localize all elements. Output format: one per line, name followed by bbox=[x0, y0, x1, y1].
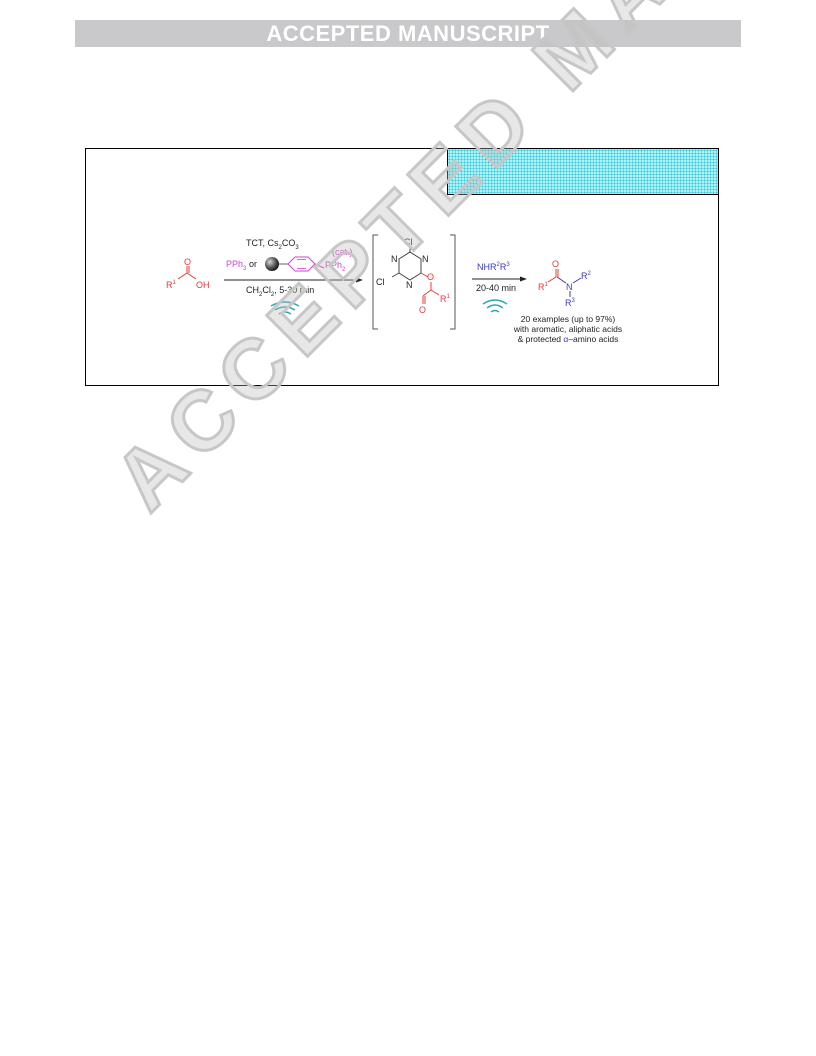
step1-reagents: TCT, Cs2CO3 PPh3 or (cat.) PPh2 bbox=[224, 238, 363, 315]
acid-oh: OH bbox=[196, 280, 210, 290]
svg-text:PPh2: PPh2 bbox=[325, 260, 346, 273]
svg-text:R1: R1 bbox=[440, 294, 451, 304]
amide-product: R1 O N R2 R3 bbox=[538, 259, 592, 308]
summary-text: 20 examples (up to 97%) with aromatic, a… bbox=[513, 314, 622, 344]
carboxylic-acid: O R1 OH bbox=[166, 257, 210, 290]
ultrasound-icon bbox=[270, 301, 300, 315]
triazine-intermediate: Cl N N N Cl O O R1 bbox=[372, 234, 456, 330]
svg-text:R3: R3 bbox=[565, 298, 576, 308]
svg-text:O: O bbox=[419, 305, 426, 315]
graphical-abstract-frame: O R1 OH TCT, Cs2CO3 PPh3 or bbox=[85, 148, 719, 386]
svg-text:N: N bbox=[406, 280, 413, 290]
svg-text:O: O bbox=[427, 272, 434, 282]
reaction-scheme: O R1 OH TCT, Cs2CO3 PPh3 or bbox=[166, 234, 622, 344]
left-bracket bbox=[372, 234, 378, 330]
cyan-dotted-box bbox=[447, 149, 718, 195]
svg-text:20 examples (up to 97%): 20 examples (up to 97%) bbox=[521, 314, 616, 324]
ultrasound-icon bbox=[482, 299, 508, 313]
svg-text:Cl: Cl bbox=[404, 237, 413, 247]
svg-text:PPh3: PPh3 bbox=[226, 259, 247, 272]
svg-text:NHR2R3: NHR2R3 bbox=[477, 262, 510, 272]
svg-text:with aromatic, aliphatic acids: with aromatic, aliphatic acids bbox=[513, 324, 622, 334]
banner-text: ACCEPTED MANUSCRIPT bbox=[266, 20, 550, 46]
acid-o: O bbox=[184, 257, 191, 267]
svg-text:R1: R1 bbox=[166, 280, 177, 290]
svg-text:R1: R1 bbox=[538, 282, 549, 292]
manuscript-banner: ACCEPTED MANUSCRIPT bbox=[75, 20, 741, 47]
svg-text:(cat.): (cat.) bbox=[332, 247, 353, 257]
svg-text:N: N bbox=[422, 254, 429, 264]
svg-text:20-40 min: 20-40 min bbox=[476, 283, 516, 293]
step2-reagents: NHR2R3 20-40 min bbox=[472, 262, 527, 313]
right-bracket bbox=[450, 234, 456, 330]
svg-text:O: O bbox=[552, 259, 559, 269]
svg-text:TCT, Cs2CO3: TCT, Cs2CO3 bbox=[246, 238, 299, 251]
svg-text:N: N bbox=[391, 254, 398, 264]
svg-text:& protected α–amino acids: & protected α–amino acids bbox=[518, 334, 619, 344]
svg-text:CH2Cl2, 5-30 min: CH2Cl2, 5-30 min bbox=[246, 285, 314, 298]
polymer-bead-icon bbox=[265, 257, 279, 271]
svg-text:Cl: Cl bbox=[376, 277, 385, 287]
svg-text:or: or bbox=[249, 259, 257, 269]
svg-text:N: N bbox=[566, 282, 573, 292]
svg-text:R2: R2 bbox=[581, 271, 592, 281]
